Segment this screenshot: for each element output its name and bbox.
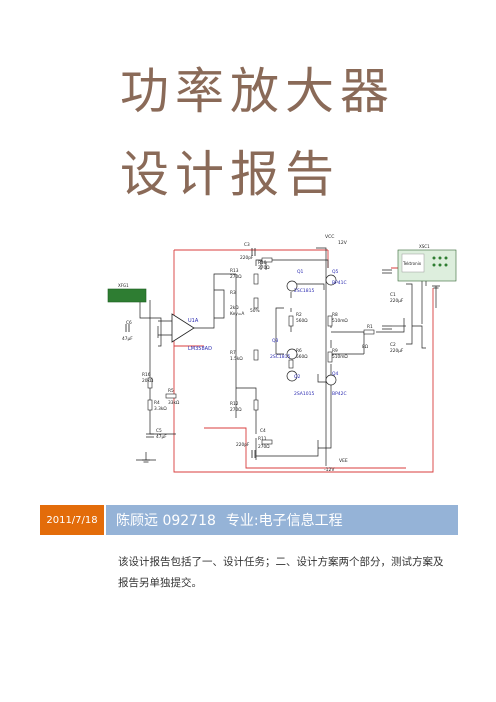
r13-ref: R13 bbox=[230, 268, 239, 274]
q5-part: BP41C bbox=[332, 280, 347, 286]
black-wires bbox=[136, 247, 437, 466]
r8-ref: R8 bbox=[332, 312, 338, 318]
ground-symbols bbox=[142, 285, 440, 463]
r1-ref: R1 bbox=[367, 324, 373, 330]
r12-val: 270Ω bbox=[230, 407, 242, 413]
resistor-bodies bbox=[147, 257, 375, 445]
report-summary: 该设计报告包括了一、设计任务；二、设计方案两个部分，测试方案及报告另单独提交。 bbox=[118, 556, 444, 589]
title-line-1: 功率放大器 bbox=[120, 63, 396, 120]
capacitor-labels: C3 220pF C4 220pF C1 220µF C2 220µF C6 4… bbox=[122, 242, 404, 448]
q1-part: 2SC1815 bbox=[294, 288, 314, 294]
r13-val: 270Ω bbox=[230, 274, 242, 280]
q2-part: 2SA1015 bbox=[294, 391, 314, 397]
r10-val: 270Ω bbox=[258, 265, 270, 271]
q4-ref: Q4 bbox=[332, 371, 339, 377]
q3-ref: Q3 bbox=[272, 338, 279, 344]
c1-val: 220µF bbox=[390, 298, 404, 304]
r11-val: 270Ω bbox=[258, 444, 270, 450]
r5-val: 33kΩ bbox=[168, 400, 180, 406]
c3-ref: C3 bbox=[244, 242, 250, 248]
q5-ref: Q5 bbox=[332, 269, 339, 275]
r3-ref: R3 bbox=[230, 290, 236, 296]
vcc-label: VCC bbox=[325, 234, 334, 240]
transistor-labels: Q1 2SC1815 Q3 2SC1815 Q2 2SA1015 Q5 BP41… bbox=[270, 269, 347, 397]
r16-ref: R16 bbox=[142, 372, 151, 378]
xsc1-brand: Tektronix bbox=[402, 261, 422, 266]
r3-pct: 50% bbox=[250, 308, 260, 314]
c6-val: 47µF bbox=[122, 336, 133, 342]
u1a-part: LM358AD bbox=[188, 346, 212, 352]
q4-part: BP42C bbox=[332, 391, 347, 397]
r9-val: 510mΩ bbox=[332, 354, 348, 360]
c5-val: 47µF bbox=[156, 434, 167, 440]
r16-val: 20kΩ bbox=[142, 378, 154, 384]
r8-val: 510mΩ bbox=[332, 318, 348, 324]
r3-key: Key=A bbox=[230, 311, 244, 317]
r2-val: 560Ω bbox=[296, 318, 308, 324]
u1a-ref: U1A bbox=[188, 318, 199, 324]
c1-ref: C1 bbox=[390, 292, 396, 298]
r9-ref: R9 bbox=[332, 348, 338, 354]
r2-ref: R2 bbox=[296, 312, 302, 318]
q1-ref: Q1 bbox=[297, 269, 304, 275]
r1-val: 8Ω bbox=[362, 344, 369, 350]
r5-ref: R5 bbox=[168, 388, 174, 394]
r11-ref: R11 bbox=[258, 436, 267, 442]
r3-val: 2kΩ bbox=[230, 305, 239, 311]
c4-ref: C4 bbox=[260, 428, 266, 434]
amplifier-schematic: XFG1 XSC1 Tektronix U1A LM358AD Q1 2SC18… bbox=[107, 234, 457, 473]
rail-labels: VCC 12V VEE -12V bbox=[324, 234, 348, 473]
capacitor-symbols bbox=[125, 248, 392, 458]
xsc1-label: XSC1 bbox=[419, 244, 430, 249]
red-wires bbox=[173, 249, 434, 473]
c6-ref: C6 bbox=[126, 320, 132, 326]
q3-part: 2SC1815 bbox=[270, 354, 290, 360]
r7-ref: R7 bbox=[230, 350, 236, 356]
c5-ref: C5 bbox=[156, 428, 162, 434]
transistors bbox=[286, 274, 337, 386]
vee-value: -12V bbox=[324, 467, 335, 473]
resistor-labels: R13 270Ω R10 270Ω R3 2kΩ Key=A 50% R2 56… bbox=[142, 260, 373, 450]
r7-val: 1.5kΩ bbox=[230, 356, 243, 362]
author-bar: 陈顾远 092718 专业:电子信息工程 bbox=[106, 505, 458, 535]
c4-val: 220pF bbox=[236, 442, 250, 448]
r12-ref: R12 bbox=[230, 401, 239, 407]
c2-ref: C2 bbox=[390, 342, 396, 348]
xsc1-instrument: XSC1 Tektronix bbox=[397, 244, 457, 282]
r4-ref: R4 bbox=[154, 400, 160, 406]
author-major: 专业:电子信息工程 bbox=[225, 513, 343, 529]
r6-val: 560Ω bbox=[296, 354, 308, 360]
xfg1-instrument: XFG1 bbox=[107, 283, 147, 303]
c3-val: 220pF bbox=[240, 255, 254, 261]
r6-ref: R6 bbox=[296, 348, 302, 354]
vee-label: VEE bbox=[339, 458, 348, 464]
opamp-u1a: U1A LM358AD bbox=[171, 313, 212, 352]
c2-val: 220µF bbox=[390, 348, 404, 354]
r10-ref: R10 bbox=[258, 260, 267, 266]
r4-val: 3.3kΩ bbox=[154, 406, 167, 412]
date-badge: 2011/7/18 bbox=[40, 505, 104, 535]
author-name: 陈顾远 092718 bbox=[116, 513, 216, 529]
q2-ref: Q2 bbox=[294, 374, 301, 380]
vcc-value: 12V bbox=[338, 240, 348, 246]
xfg1-label: XFG1 bbox=[118, 283, 129, 288]
title-line-2: 设计报告 bbox=[120, 146, 341, 203]
